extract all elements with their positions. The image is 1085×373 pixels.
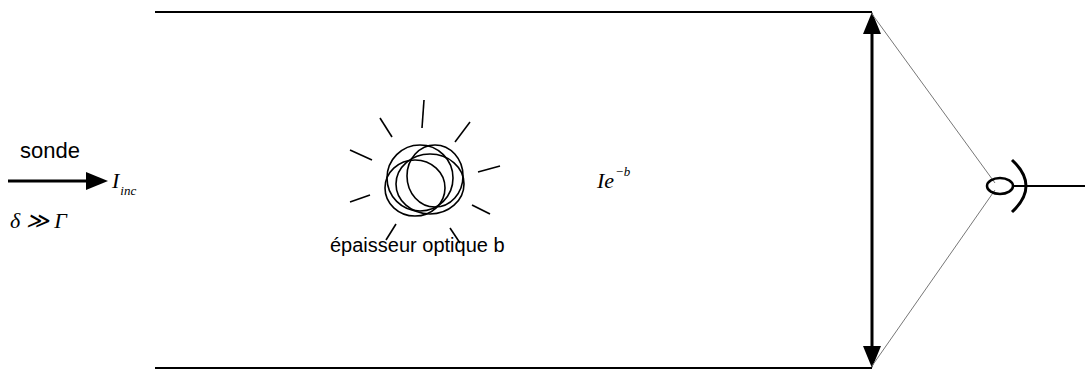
fluorescence-rays bbox=[350, 100, 500, 243]
focusing-ray bbox=[872, 14, 995, 183]
transmitted-exponent: −b bbox=[615, 165, 630, 178]
probe-arrowhead bbox=[86, 172, 108, 190]
detector-wire bbox=[1013, 185, 1085, 187]
focusing-ray bbox=[872, 190, 995, 366]
detector bbox=[987, 178, 1013, 194]
detuning-label: δ ≫ Γ bbox=[10, 210, 67, 232]
probe-arrow bbox=[8, 180, 92, 183]
beam-bottom-edge bbox=[155, 367, 872, 369]
intensity-subscript: inc bbox=[120, 184, 136, 197]
beam-top-edge bbox=[155, 11, 872, 13]
intensity-symbol: I bbox=[112, 170, 119, 192]
probe-label: sonde bbox=[20, 140, 80, 162]
lens bbox=[871, 30, 874, 350]
optical-depth-label: épaisseur optique b bbox=[330, 235, 505, 255]
transmitted-intensity: Ie bbox=[597, 170, 614, 192]
atom-cloud bbox=[385, 145, 464, 216]
